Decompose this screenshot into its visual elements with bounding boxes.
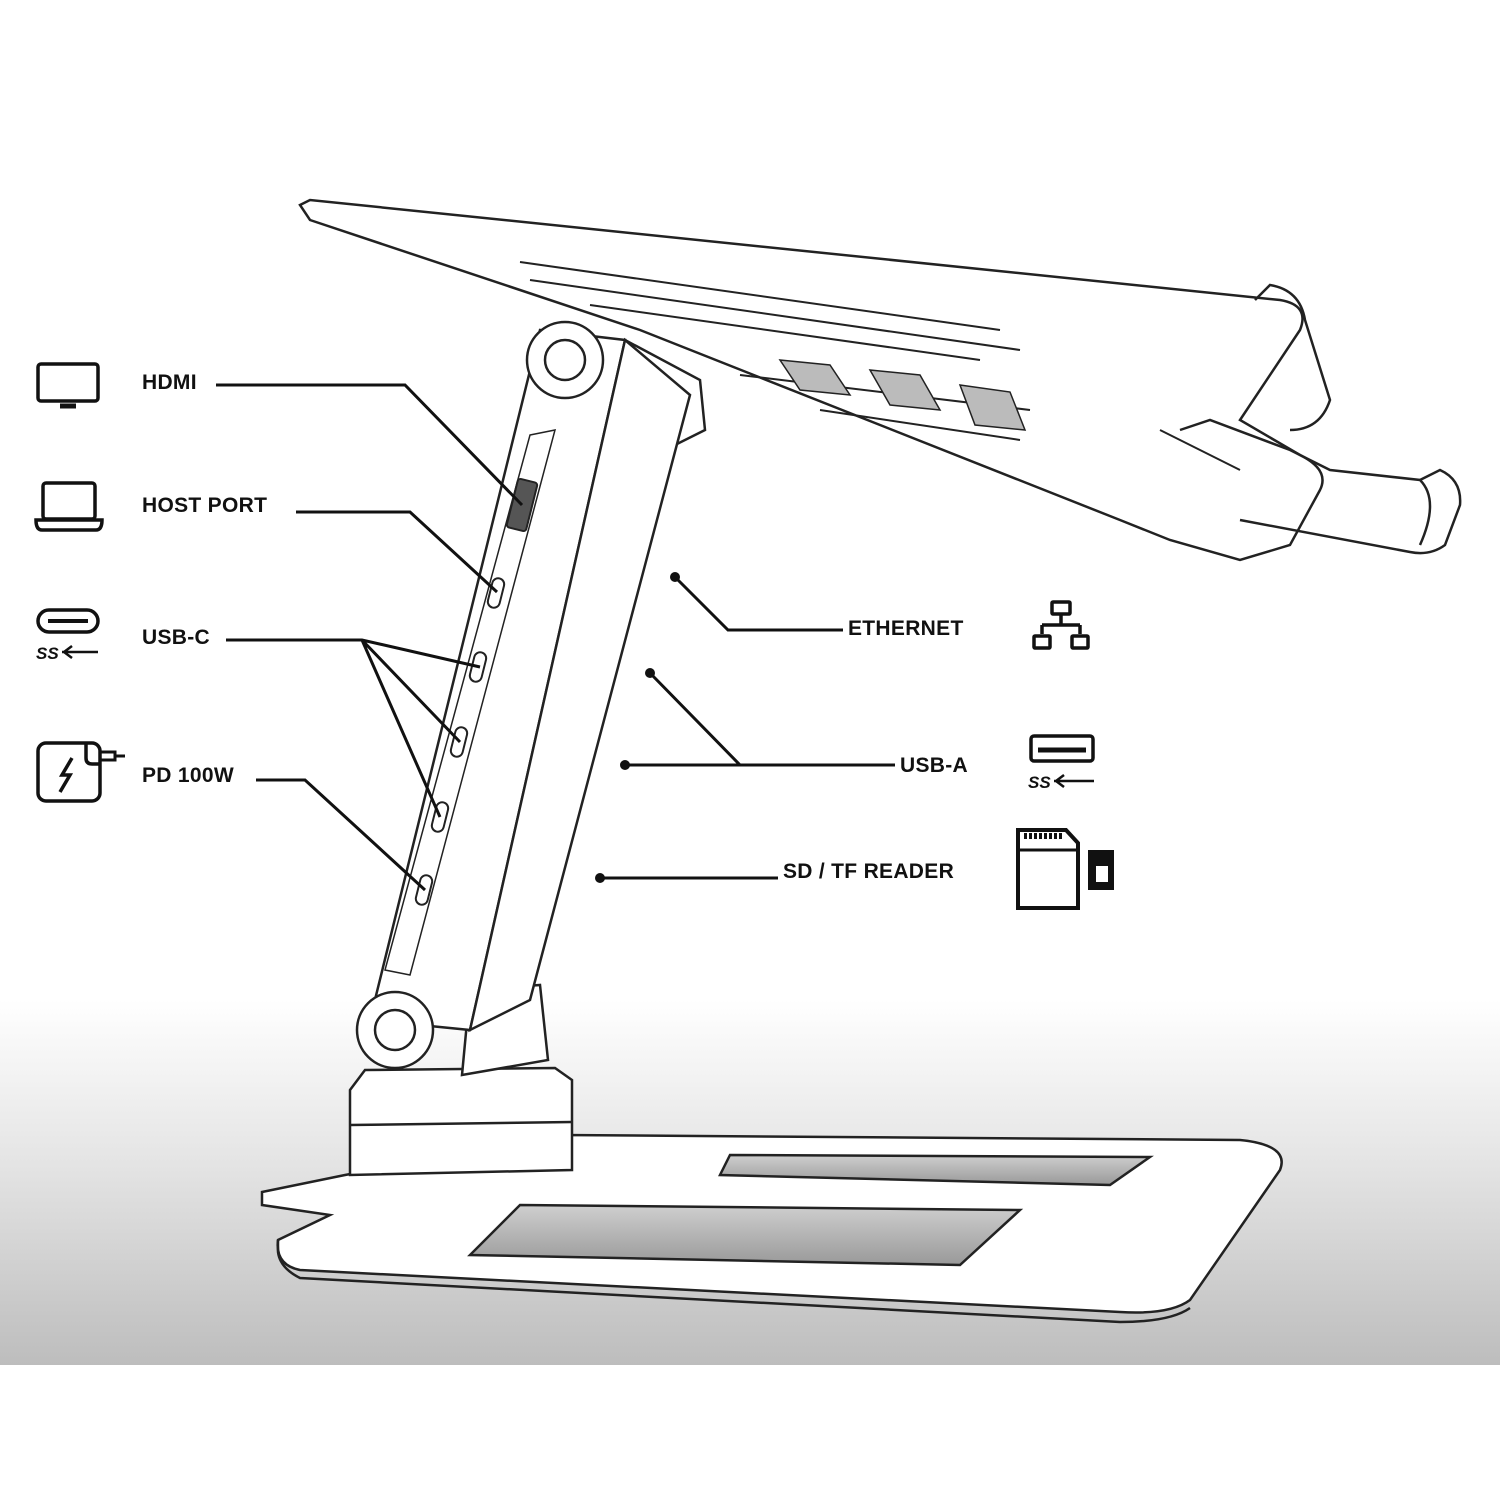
top-plate bbox=[298, 198, 1462, 562]
power-adapter-icon bbox=[36, 741, 125, 803]
usb-c-superspeed-icon: SS bbox=[36, 608, 100, 663]
pd-label: PD 100W bbox=[142, 764, 234, 787]
leader-dots bbox=[595, 572, 680, 883]
network-icon bbox=[1032, 600, 1090, 650]
usb-a-superspeed-icon: SS bbox=[1028, 734, 1095, 792]
base-plate bbox=[260, 1133, 1283, 1324]
hdmi-label: HDMI bbox=[142, 371, 197, 394]
usb-c-label: USB-C bbox=[142, 626, 210, 649]
laptop-icon bbox=[34, 481, 104, 532]
monitor-icon bbox=[36, 362, 100, 409]
svg-text:SS: SS bbox=[1028, 773, 1051, 792]
stand-arm bbox=[355, 320, 707, 1070]
svg-text:SS: SS bbox=[36, 644, 59, 663]
usb-a-label: USB-A bbox=[900, 754, 968, 777]
ethernet-label: ETHERNET bbox=[848, 617, 964, 640]
sd-tf-reader-label: SD / TF READER bbox=[783, 860, 955, 883]
leader-lines bbox=[216, 383, 895, 892]
sd-card-icon bbox=[1016, 828, 1114, 910]
host-port-label: HOST PORT bbox=[142, 494, 268, 517]
